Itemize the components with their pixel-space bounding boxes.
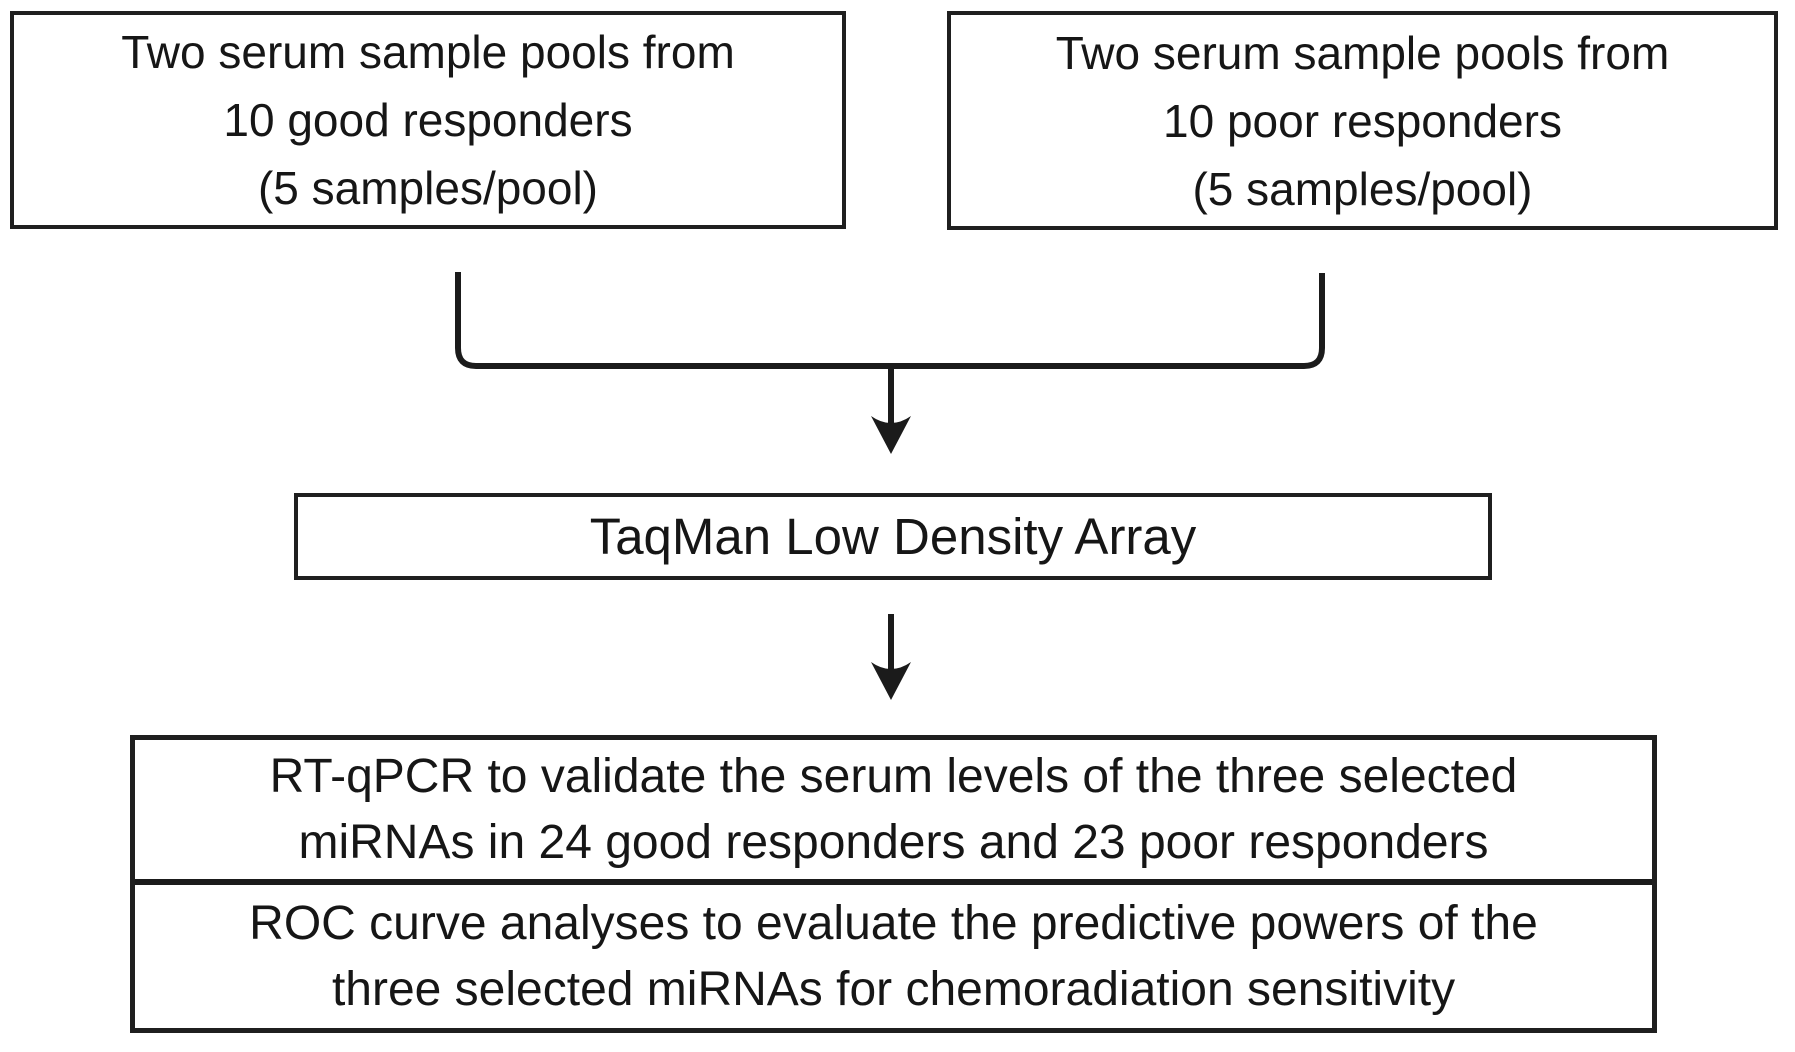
box-text-line: Two serum sample pools from <box>121 26 735 78</box>
box-text-line: ROC curve analyses to evaluate the predi… <box>249 896 1538 950</box>
down-arrow-head <box>871 662 911 700</box>
box-text-line: Two serum sample pools from <box>1055 26 1670 79</box>
box-text-line: (5 samples/pool) <box>257 162 599 214</box>
down-arrow-head <box>871 416 911 454</box>
box-text-line: (5 samples/pool) <box>1192 162 1533 215</box>
box-text-line: RT-qPCR to validate the serum levels of … <box>269 749 1518 803</box>
box-poor-responder-pools: Two serum sample pools from 10 poor resp… <box>947 11 1778 230</box>
section-rtqpcr-validation: RT-qPCR to validate the serum levels of … <box>135 740 1652 885</box>
box-text-line: miRNAs in 24 good responders and 23 poor… <box>298 815 1489 869</box>
box-text-line: TaqMan Low Density Array <box>589 507 1197 565</box>
box-text-line: 10 good responders <box>223 94 633 146</box>
box-text-line: 10 poor responders <box>1163 94 1562 147</box>
merge-bracket <box>455 272 1325 369</box>
section-roc-analyses: ROC curve analyses to evaluate the predi… <box>135 885 1652 1028</box>
box-text-line: three selected miRNAs for chemoradiation… <box>331 962 1456 1016</box>
box-taqman-low-density-array: TaqMan Low Density Array <box>294 493 1492 580</box>
box-validation-and-roc: RT-qPCR to validate the serum levels of … <box>130 735 1657 1033</box>
box-good-responder-pools: Two serum sample pools from 10 good resp… <box>10 11 846 229</box>
